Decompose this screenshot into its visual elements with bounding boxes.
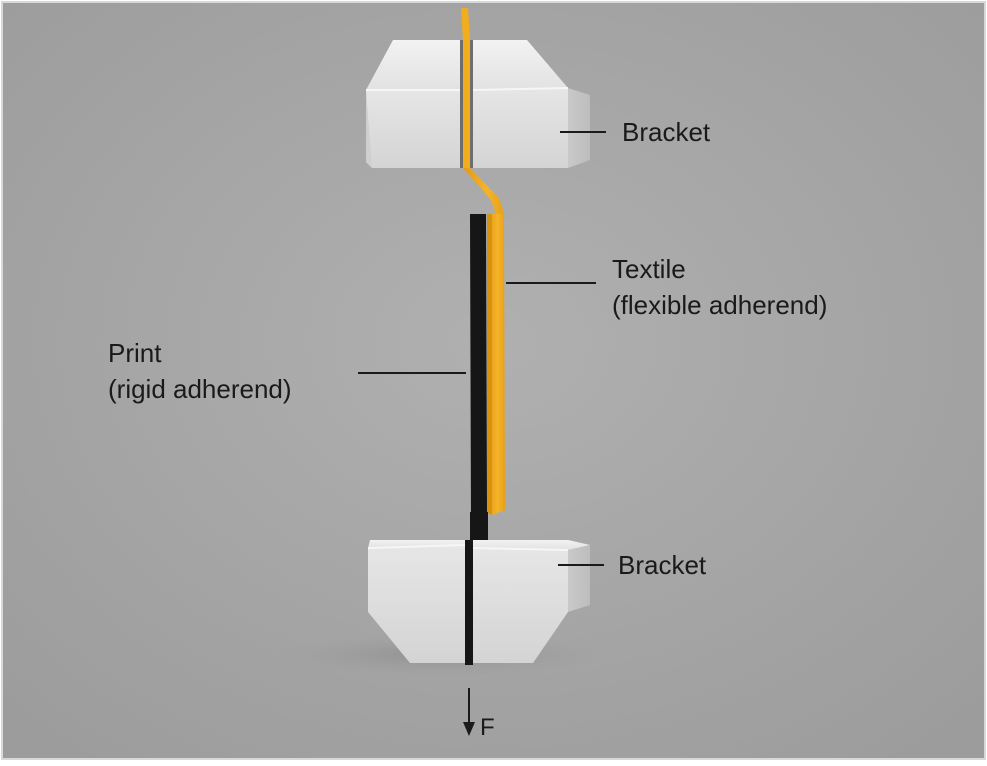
- force-arrow: [463, 688, 475, 736]
- bracket-top-right-jaw: [472, 40, 590, 168]
- print-strip: [465, 214, 488, 665]
- label-force: F: [480, 714, 495, 741]
- bracket-top-left-jaw: [366, 40, 460, 168]
- textile-strip: [461, 8, 505, 515]
- arrow-down-icon: [463, 722, 475, 736]
- label-print-line2: (rigid adherend): [108, 374, 292, 404]
- label-print-line1: Print: [108, 338, 162, 368]
- bracket-bottom: [367, 540, 590, 663]
- bracket-bottom-right-jaw: [472, 540, 590, 663]
- label-bracket-top: Bracket: [622, 117, 711, 147]
- label-bracket-bottom: Bracket: [618, 550, 707, 580]
- bracket-bottom-left-jaw: [367, 540, 466, 663]
- label-textile-line2: (flexible adherend): [612, 290, 827, 320]
- label-textile-line1: Textile: [612, 254, 686, 284]
